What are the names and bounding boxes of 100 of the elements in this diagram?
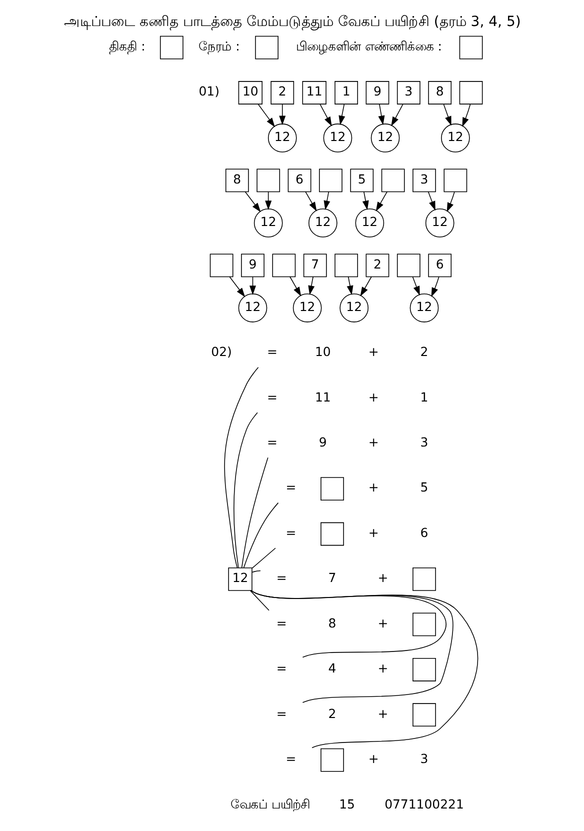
label: +	[377, 570, 388, 586]
node-circle: 12	[409, 294, 438, 322]
node-box: 6	[428, 254, 452, 278]
node-text: =	[276, 706, 286, 721]
node-box	[458, 36, 482, 60]
node-box: 9	[365, 81, 389, 104]
node-box: 12	[228, 568, 252, 591]
connector	[233, 412, 258, 568]
node-text: =	[285, 524, 296, 540]
node-box	[272, 254, 296, 278]
node-box	[254, 36, 278, 60]
node-box: 6	[287, 168, 311, 192]
node-circle: 12	[354, 208, 384, 238]
node-circle: 12	[238, 294, 267, 322]
label: 11	[314, 389, 330, 404]
node-text: =	[276, 615, 286, 630]
connector	[250, 590, 478, 748]
label: 4	[328, 660, 336, 676]
label: +	[377, 706, 388, 721]
arrow	[264, 191, 272, 210]
connector	[224, 367, 258, 568]
label: 2	[420, 344, 428, 360]
node-box	[320, 748, 344, 772]
arrow	[228, 276, 245, 298]
connector	[240, 457, 268, 568]
node-circle: 12	[308, 208, 337, 238]
label: +	[368, 344, 378, 360]
label: +	[368, 389, 378, 404]
arrow	[442, 104, 451, 126]
label: 3	[420, 751, 428, 766]
arrow	[360, 276, 372, 296]
node-text: =	[266, 344, 277, 360]
connector	[249, 590, 269, 611]
node-box	[318, 168, 342, 192]
label: +	[368, 751, 378, 766]
arrow	[375, 191, 387, 212]
connector	[250, 590, 453, 703]
node-box	[320, 522, 344, 546]
connector	[251, 570, 260, 573]
label: நேரம் :	[198, 38, 240, 54]
arrow	[412, 276, 420, 296]
node-box	[412, 568, 436, 591]
node-box	[443, 168, 467, 192]
node-box: 2	[365, 254, 389, 278]
label: 10	[314, 344, 330, 360]
node-box	[396, 254, 420, 278]
node-text: =	[285, 480, 296, 495]
label: +	[368, 480, 378, 495]
node-box	[412, 658, 436, 682]
node-circle: 12	[370, 124, 400, 152]
node-circle: 12	[440, 124, 470, 152]
node-box	[412, 612, 436, 636]
arrow	[248, 276, 256, 296]
connector	[251, 548, 276, 568]
arrow	[289, 276, 301, 296]
node-box: 9	[240, 254, 264, 278]
arrow	[323, 191, 330, 210]
label: +	[377, 615, 388, 630]
node-circle: 12	[292, 294, 322, 322]
node-box: 11	[302, 81, 326, 104]
label: 8	[328, 615, 336, 630]
label: 5	[420, 480, 428, 495]
node-text: =	[276, 660, 286, 676]
node-box: 7	[302, 254, 326, 278]
label: 9	[318, 434, 326, 450]
label: 2	[328, 706, 336, 721]
node-text: =	[266, 389, 277, 404]
arrow	[346, 276, 353, 295]
label: 0771100221	[384, 796, 464, 812]
arrow	[304, 191, 316, 212]
label: +	[377, 660, 388, 676]
node-text: =	[276, 570, 286, 586]
node-text: =	[285, 751, 296, 766]
node-box: 8	[224, 168, 248, 192]
arrow	[244, 191, 260, 212]
label: 01)	[198, 84, 219, 99]
arrow	[257, 104, 274, 128]
connector	[242, 502, 278, 568]
arrow	[427, 191, 435, 211]
node-circle: 12	[322, 124, 352, 152]
node-circle: 12	[424, 208, 454, 238]
arrow	[308, 276, 314, 295]
node-circle: 12	[267, 124, 296, 152]
node-box: 5	[350, 168, 374, 192]
label: 15	[338, 796, 355, 812]
label: 3	[420, 434, 428, 450]
label: 7	[328, 570, 336, 586]
node-box	[209, 254, 233, 278]
label: +	[368, 524, 378, 540]
label: +	[368, 434, 378, 450]
label: திகதி :	[108, 38, 145, 54]
node-box	[159, 36, 183, 60]
node-box	[380, 168, 404, 192]
label: வேகப் பயிற்சி	[230, 796, 309, 812]
node-box	[458, 81, 482, 104]
node-box: 2	[270, 81, 294, 104]
arrow	[390, 104, 403, 126]
arrow	[462, 104, 470, 127]
arrow	[278, 104, 286, 126]
connector	[250, 590, 446, 658]
